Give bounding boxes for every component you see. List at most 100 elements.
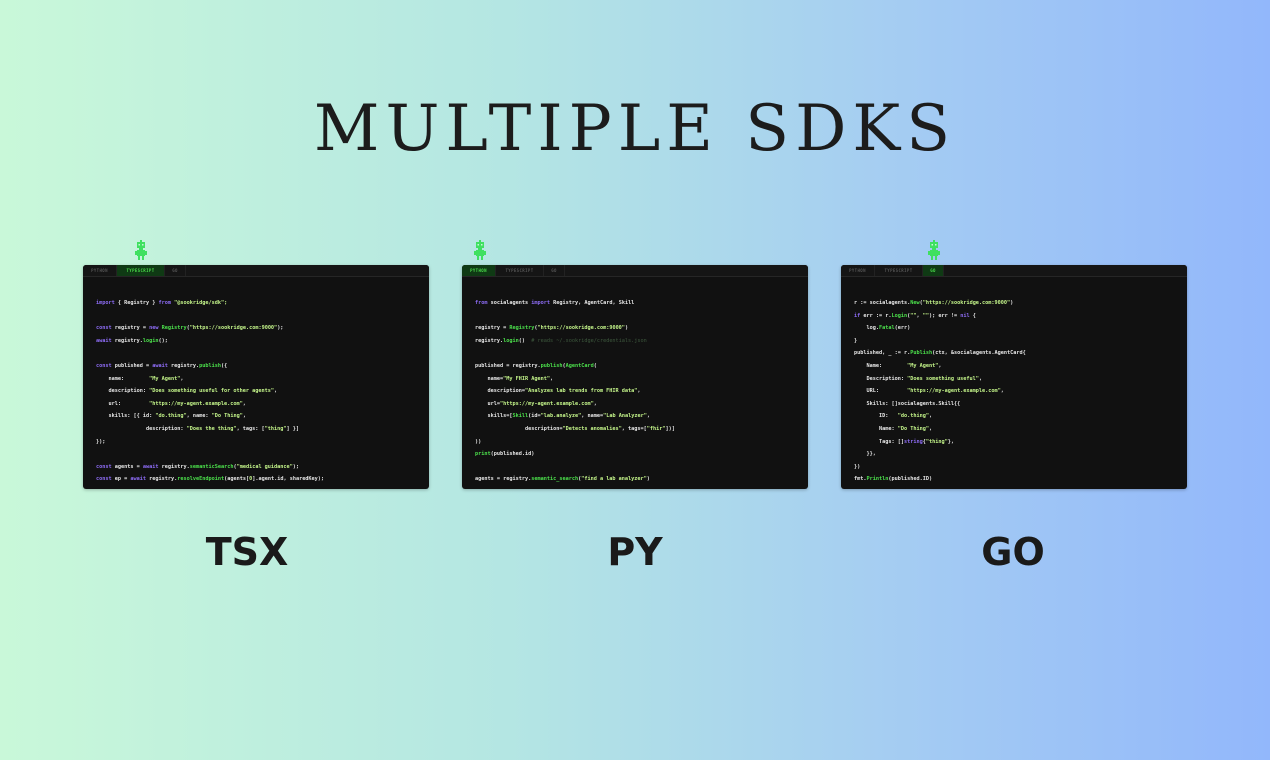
code-token: Login <box>891 312 908 319</box>
code-line <box>475 350 808 363</box>
sdk-label: TSX <box>205 530 289 574</box>
code-token: () <box>518 337 532 344</box>
code-token: "https://sookridge.com:9000" <box>537 325 625 332</box>
code-token: "My Agent" <box>907 362 939 369</box>
code-token: log. <box>854 325 879 332</box>
code-token: Tags: [] <box>854 438 904 445</box>
code-token: "fhir" <box>646 425 666 432</box>
code-token: { Registry } <box>114 300 159 306</box>
tab-typescript[interactable]: TYPESCRIPT <box>117 265 165 276</box>
code-token: ); err != <box>928 312 961 319</box>
code-token: "thing" <box>925 438 948 445</box>
tab-python[interactable]: PYTHON <box>462 265 496 276</box>
code-token: socialagents <box>487 300 532 306</box>
code-token: registry. <box>167 362 200 369</box>
code-token: await <box>142 463 159 470</box>
code-token: "Analyzes lab trends from FHIR data" <box>524 388 638 395</box>
code-token: skills=[ <box>475 413 513 420</box>
tab-go[interactable]: GO <box>923 265 944 276</box>
code-token: "My Agent" <box>149 375 181 382</box>
code-token: New <box>910 300 920 306</box>
code-line: name="My FHIR Agent", <box>475 376 808 389</box>
code-token: agents = <box>111 463 143 470</box>
code-line: url: "https://my-agent.example.com", <box>96 401 429 414</box>
code-token: , <box>593 400 597 407</box>
code-token: "medical guidance" <box>236 463 293 470</box>
code-token: "Does the thing" <box>186 425 237 432</box>
code-token: from <box>475 300 488 306</box>
code-line: const published = await registry.publish… <box>96 363 429 376</box>
code-token: Println <box>866 476 889 483</box>
code-token: "https://my-agent.example.com" <box>907 388 1001 395</box>
sdk-label: GO <box>981 530 1045 574</box>
code-token: err := r. <box>860 312 892 319</box>
code-token: "Does something useful" <box>907 375 979 382</box>
code-token: r := socialagents. <box>854 300 911 306</box>
code-line: name: "My Agent", <box>96 376 429 389</box>
code-line: }); <box>96 439 429 452</box>
code-token: "My FHIR Agent" <box>503 375 550 382</box>
code-token: , <box>549 375 554 382</box>
code-token: published = <box>111 362 153 369</box>
code-token: (published.id) <box>490 451 535 458</box>
sdk-label: PY <box>607 530 663 574</box>
code-token: , <box>928 425 933 432</box>
code-token: const <box>96 476 112 483</box>
code-token: nil <box>960 312 970 319</box>
tab-typescript[interactable]: TYPESCRIPT <box>875 265 923 276</box>
code-line: description="Detects anomalies", tags=["… <box>475 426 808 439</box>
tab-go[interactable]: GO <box>544 265 565 276</box>
tab-python[interactable]: PYTHON <box>841 265 875 276</box>
code-line: log.Fatal(err) <box>854 325 1187 338</box>
code-token: Fatal <box>879 325 895 332</box>
code-token: 0 <box>249 476 253 483</box>
code-token: ) <box>646 476 650 483</box>
code-token: Name: <box>854 362 908 369</box>
code-token: , name: <box>186 413 212 420</box>
code-token: Skills: []socialagents.Skill{{ <box>854 400 961 407</box>
code-token: ( <box>186 325 190 332</box>
code-token: name= <box>475 375 504 382</box>
code-line: registry = Registry("https://sookridge.c… <box>475 325 808 338</box>
code-token: ); <box>292 463 300 470</box>
code-token: ( <box>578 476 582 483</box>
code-token: "find a lab analyzer" <box>581 476 647 483</box>
code-block: from socialagents import Registry, Agent… <box>462 277 808 489</box>
code-token: registry = <box>111 325 150 332</box>
code-token: ) <box>1010 300 1014 306</box>
code-token: publish <box>540 362 563 369</box>
code-token: )) <box>475 438 482 445</box>
code-token: "" <box>910 312 917 319</box>
code-token: }) <box>854 463 861 470</box>
code-line <box>96 350 429 363</box>
code-token: (published.ID) <box>888 476 933 483</box>
code-token: "https://sookridge.com:9000" <box>189 325 278 332</box>
code-token: ID: <box>854 413 898 420</box>
tab-python[interactable]: PYTHON <box>83 265 117 276</box>
code-line: description: "Does something useful for … <box>96 388 429 401</box>
code-token: new <box>149 325 159 332</box>
code-token: "@sookridge/sdk"; <box>170 300 228 306</box>
code-line: Tags: []string{"thing"}, <box>854 439 1187 452</box>
code-token: # reads ~/.sookridge/credentials.json <box>531 337 647 344</box>
code-token: skills: [{ id: <box>96 413 156 420</box>
code-line: from socialagents import Registry, Agent… <box>475 300 808 313</box>
code-line: }}, <box>854 451 1187 464</box>
code-token: const <box>96 463 112 470</box>
code-line: )) <box>475 439 808 452</box>
code-line <box>96 451 429 464</box>
code-token: ( <box>534 325 538 332</box>
code-token: registry. <box>158 463 190 470</box>
code-token: string <box>903 438 923 445</box>
code-line: Description: "Does something useful", <box>854 376 1187 389</box>
code-token: "Do Thing" <box>897 425 929 432</box>
tab-go[interactable]: GO <box>165 265 186 276</box>
tab-typescript[interactable]: TYPESCRIPT <box>496 265 544 276</box>
code-line: Name: "Do Thing", <box>854 426 1187 439</box>
code-token: published = registry. <box>475 362 541 369</box>
robot-logo-icon <box>135 240 147 260</box>
